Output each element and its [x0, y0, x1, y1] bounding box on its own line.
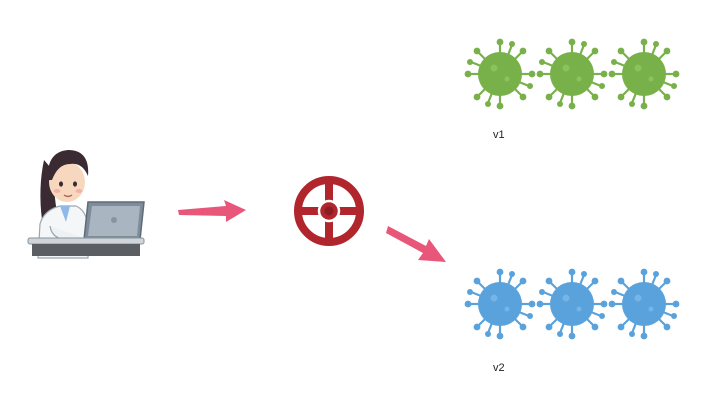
arrow-to-router-icon — [178, 200, 246, 222]
v2-virus-group — [464, 268, 681, 340]
virus-v2-icon — [464, 268, 537, 340]
arrow-to-v2-icon — [386, 226, 446, 262]
virus-v1-icon — [607, 38, 681, 110]
v2-label: v2 — [493, 362, 505, 374]
virus-v1-icon — [535, 38, 609, 110]
v1-label: v1 — [493, 129, 505, 141]
virus-v2-icon — [535, 268, 609, 340]
virus-v2-icon — [607, 268, 681, 340]
valve-wheel-icon — [294, 176, 364, 246]
virus-v1-icon — [464, 38, 537, 110]
developer-at-laptop-icon — [27, 150, 145, 259]
v1-virus-group — [464, 38, 681, 110]
